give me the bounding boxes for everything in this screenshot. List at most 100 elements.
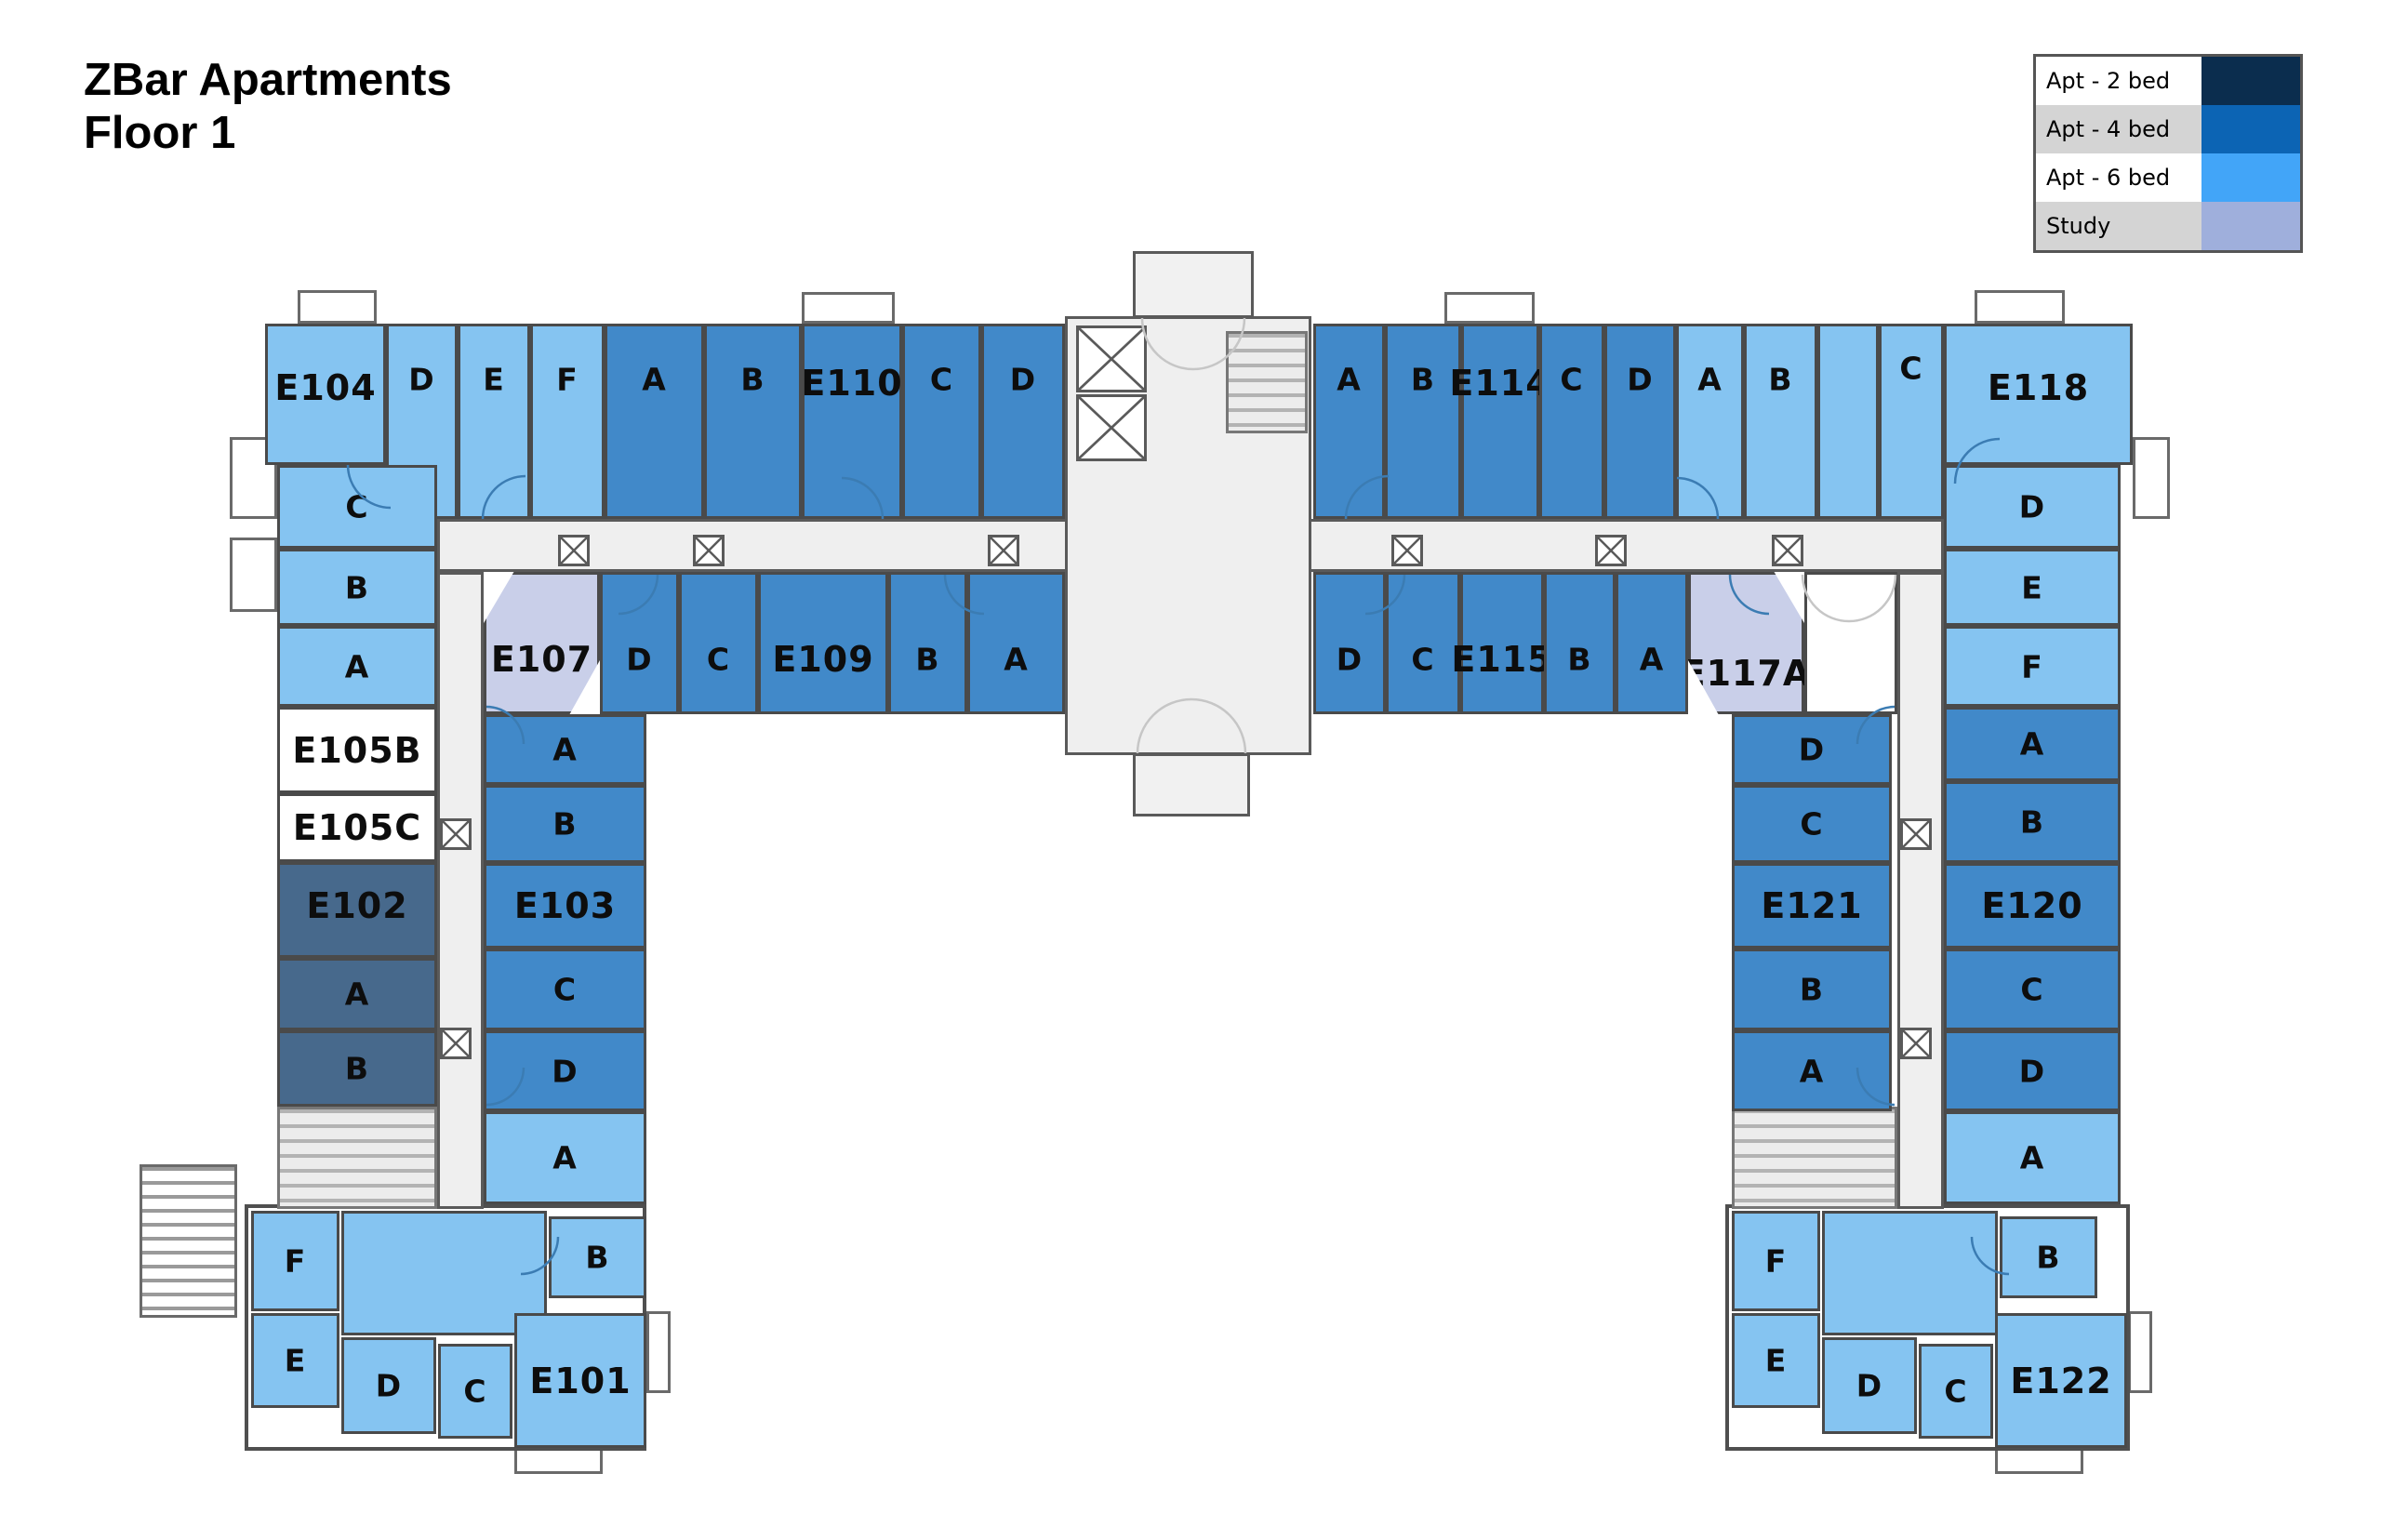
shaft-icon bbox=[1391, 535, 1423, 566]
room-letter-label: B bbox=[915, 641, 940, 678]
room-A: A bbox=[1944, 1111, 2121, 1204]
room-letter-label: A bbox=[344, 976, 370, 1013]
room-D: D bbox=[1822, 1337, 1917, 1434]
room-letter-label: B bbox=[740, 361, 765, 398]
corridor bbox=[437, 572, 484, 1209]
room-F: F bbox=[530, 324, 605, 519]
wall-bump bbox=[1975, 290, 2065, 324]
room-A: A bbox=[1732, 1030, 1892, 1111]
room-letter-label: C bbox=[345, 488, 369, 525]
room-B: B bbox=[2000, 1216, 2097, 1298]
room-F: F bbox=[251, 1211, 339, 1311]
room-C: C bbox=[277, 465, 437, 549]
stairs-icon bbox=[1226, 331, 1308, 433]
room-letter-label: A bbox=[1004, 641, 1029, 678]
room-letter-label: A bbox=[1639, 641, 1665, 678]
room-letter-label: C bbox=[706, 641, 731, 678]
room-letter-label: D bbox=[2018, 488, 2046, 525]
room-letter-label: D bbox=[1009, 361, 1037, 398]
room-letter-label: C bbox=[552, 971, 578, 1008]
room-D: D bbox=[484, 1030, 646, 1111]
room-E: E bbox=[251, 1313, 339, 1408]
entrance-vestibule bbox=[1133, 251, 1254, 318]
room-letter-label: F bbox=[2021, 648, 2043, 684]
room-A: A bbox=[484, 1111, 646, 1204]
room-C: C bbox=[902, 324, 981, 519]
room-D: D bbox=[981, 324, 1065, 519]
room-letter-label: B bbox=[1799, 971, 1825, 1008]
room-letter-label: C bbox=[2020, 971, 2044, 1008]
legend-row: Apt - 4 bed bbox=[2036, 105, 2300, 153]
room-A: A bbox=[1944, 707, 2121, 781]
unit-E109: E109 bbox=[758, 572, 888, 714]
room-A: A bbox=[967, 572, 1065, 714]
room-letter-label: C bbox=[929, 361, 954, 398]
room-C: C bbox=[1919, 1344, 1993, 1439]
stairwell bbox=[1732, 1107, 1897, 1209]
wall-bump bbox=[2128, 1311, 2152, 1393]
shaft-icon bbox=[440, 818, 472, 850]
room bbox=[1817, 324, 1879, 519]
wall-bump bbox=[230, 538, 277, 612]
elevator-icon bbox=[1076, 325, 1147, 392]
legend-swatch bbox=[2201, 202, 2300, 250]
unit-number-label: E101 bbox=[529, 1360, 632, 1401]
room-letter-label: C bbox=[463, 1373, 487, 1410]
room-letter-label: A bbox=[1799, 1053, 1825, 1089]
room-E: E bbox=[458, 324, 530, 519]
unit-E121: E121 bbox=[1732, 863, 1892, 949]
room-letter-label: D bbox=[552, 1053, 579, 1089]
wall-bump bbox=[2133, 437, 2170, 519]
wall-bump bbox=[514, 1448, 603, 1474]
room bbox=[341, 1211, 547, 1335]
room-E: E bbox=[1732, 1313, 1820, 1408]
room-A: A bbox=[277, 626, 437, 707]
room-C: C bbox=[438, 1344, 512, 1439]
room-A: A bbox=[1676, 324, 1744, 519]
room-letter-label: E bbox=[284, 1342, 307, 1379]
unit-E114: E114 bbox=[1449, 324, 1550, 519]
room-letter-label: B bbox=[552, 805, 578, 843]
room-letter-label: A bbox=[344, 648, 370, 684]
unit-number-label: E118 bbox=[1987, 366, 2090, 408]
room-letter-label: B bbox=[1410, 361, 1436, 398]
wall-bump bbox=[1995, 1448, 2083, 1474]
room-C: C bbox=[1386, 572, 1460, 714]
shaft-icon bbox=[440, 1028, 472, 1059]
unit-E105C: E105C bbox=[277, 793, 437, 862]
unit-E107: E107 bbox=[484, 572, 600, 714]
page-title: ZBar Apartments Floor 1 bbox=[84, 54, 452, 160]
wall-bump bbox=[1444, 292, 1535, 324]
room-B: B bbox=[549, 1216, 646, 1298]
unit-number-label: E107 bbox=[490, 639, 593, 681]
room-C: C bbox=[1539, 324, 1604, 519]
room-F: F bbox=[1944, 626, 2121, 707]
unit-E110: E110 bbox=[801, 324, 902, 519]
unit-E103: E103 bbox=[484, 863, 646, 949]
room-A: A bbox=[1616, 572, 1688, 714]
room-D: D bbox=[1732, 714, 1892, 785]
room-D: D bbox=[1944, 1030, 2121, 1111]
room-C: C bbox=[679, 572, 758, 714]
room-letter-label: A bbox=[642, 361, 667, 398]
legend-row: Study bbox=[2036, 202, 2300, 250]
legend-label: Study bbox=[2046, 213, 2111, 239]
legend-row: Apt - 2 bed bbox=[2036, 57, 2300, 105]
unit-number-label: E109 bbox=[772, 639, 874, 681]
room-B: B bbox=[484, 785, 646, 863]
unit-number-label: E117A bbox=[1681, 652, 1812, 694]
page-title-line1: ZBar Apartments bbox=[84, 55, 452, 105]
unit-number-label: E121 bbox=[1761, 885, 1863, 926]
room bbox=[1822, 1211, 1998, 1335]
room-F: F bbox=[1732, 1211, 1820, 1311]
room-C: C bbox=[1879, 324, 1944, 519]
unit-E101: E101 bbox=[514, 1313, 646, 1448]
shaft-icon bbox=[1900, 818, 1932, 850]
legend-label: Apt - 2 bed bbox=[2046, 68, 2171, 94]
room-A: A bbox=[484, 714, 646, 785]
room-letter-label: A bbox=[552, 1139, 578, 1176]
room-letter-label: A bbox=[2019, 1139, 2045, 1176]
shaft-icon bbox=[1595, 535, 1627, 566]
unit-E117A: E117A bbox=[1688, 572, 1804, 714]
